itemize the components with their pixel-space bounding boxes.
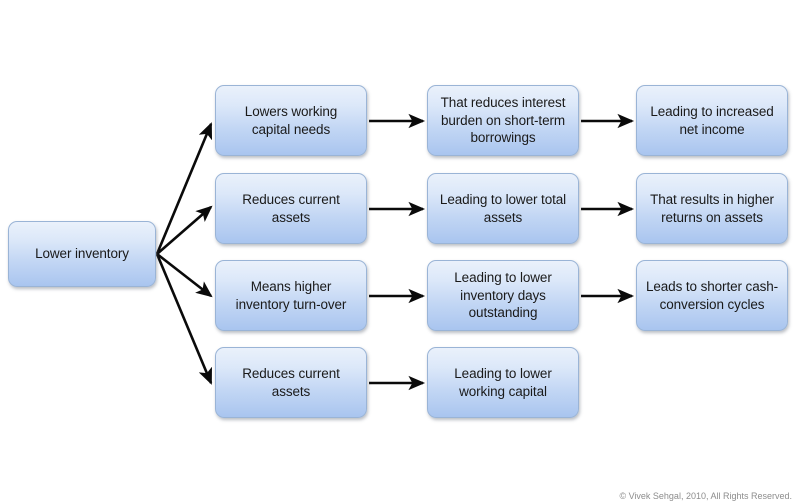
node-lower-inventory-days-outstanding[interactable]: Leading to lower inventory days outstand… xyxy=(427,260,579,331)
copyright-notice: © Vivek Sehgal, 2010, All Rights Reserve… xyxy=(619,491,792,501)
arrow-fan-arrow-4 xyxy=(155,253,213,385)
straight-arrow-group xyxy=(369,113,635,391)
arrow-fan-arrow-3 xyxy=(156,252,213,298)
node-increased-net-income-label: Leading to increased net income xyxy=(650,103,774,137)
node-lower-total-assets[interactable]: Leading to lower total assets xyxy=(427,173,579,244)
node-reduces-interest-burden[interactable]: That reduces interest burden on short-te… xyxy=(427,85,579,156)
node-reduces-current-assets-2[interactable]: Reduces current assets xyxy=(215,347,367,418)
node-reduces-interest-burden-label: That reduces interest burden on short-te… xyxy=(440,95,566,146)
node-lower-inventory-label: Lower inventory xyxy=(35,246,129,262)
node-reduces-current-assets-1[interactable]: Reduces current assets xyxy=(215,173,367,244)
node-lower-inventory[interactable]: Lower inventory xyxy=(8,221,156,287)
node-lowers-working-capital-needs-label: Lowers working capital needs xyxy=(244,103,338,137)
node-lower-working-capital[interactable]: Leading to lower working capital xyxy=(427,347,579,418)
node-means-higher-inventory-turnover[interactable]: Means higher inventory turn-over xyxy=(215,260,367,331)
node-shorter-cash-conversion-cycles[interactable]: Leads to shorter cash-conversion cycles xyxy=(636,260,788,331)
arrow-fan-arrow-1 xyxy=(155,122,213,255)
arrow-fan-arrow-2 xyxy=(156,205,213,255)
node-increased-net-income[interactable]: Leading to increased net income xyxy=(636,85,788,156)
node-higher-returns-on-assets[interactable]: That results in higher returns on assets xyxy=(636,173,788,244)
fan-arrow-group xyxy=(155,122,213,385)
node-shorter-cash-conversion-cycles-label: Leads to shorter cash-conversion cycles xyxy=(645,278,779,312)
node-higher-returns-on-assets-label: That results in higher returns on assets xyxy=(650,191,774,225)
node-reduces-current-assets-2-label: Reduces current assets xyxy=(242,365,340,399)
node-lower-working-capital-label: Leading to lower working capital xyxy=(454,365,552,399)
node-lower-total-assets-label: Leading to lower total assets xyxy=(439,191,567,225)
node-lower-inventory-days-outstanding-label: Leading to lower inventory days outstand… xyxy=(454,270,552,321)
node-lowers-working-capital-needs[interactable]: Lowers working capital needs xyxy=(215,85,367,156)
node-reduces-current-assets-1-label: Reduces current assets xyxy=(242,191,340,225)
node-means-higher-inventory-turnover-label: Means higher inventory turn-over xyxy=(235,278,347,312)
